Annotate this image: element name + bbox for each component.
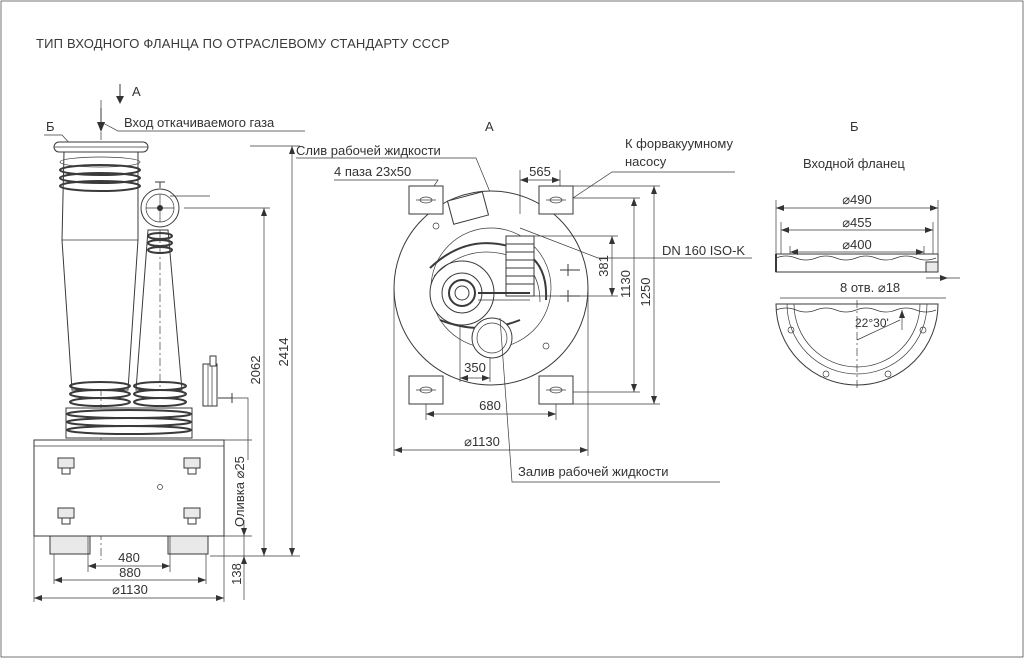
dim-d400: ⌀400: [842, 237, 872, 252]
drain-box: [446, 191, 490, 225]
side-view: А Вход откачиваемого газа Б: [33, 84, 305, 602]
dim-d1130-top: ⌀1130: [464, 434, 500, 449]
forevac-label-1: К форвакуумному: [625, 136, 733, 151]
forevac-label-2: насосу: [625, 154, 667, 169]
flange-profile: [775, 253, 939, 273]
coil-stack: [505, 235, 535, 297]
dim-1130-top: 1130: [618, 270, 633, 298]
secondary-coil: [147, 232, 173, 254]
flange-view: Б Входной фланец ⌀490 ⌀455 ⌀400 8 отв. ⌀…: [775, 119, 960, 390]
dim-2062: 2062: [248, 356, 263, 385]
dim-680: 680: [479, 398, 501, 413]
angle-label: 22°30': [855, 316, 889, 330]
dim-880: 880: [119, 565, 141, 580]
main-column: [61, 151, 139, 391]
left-foot: [49, 535, 91, 555]
dim-1130-side: ⌀1130: [112, 582, 148, 597]
arrow-a-label: А: [132, 84, 141, 99]
dn-label: DN 160 ISO-K: [662, 243, 745, 258]
outlet-label: Оливка ⌀25: [232, 456, 247, 527]
inlet-label: Вход откачиваемого газа: [124, 115, 275, 130]
bottom-cooling-coil: [65, 381, 193, 439]
fill-label: Залив рабочей жидкости: [518, 464, 669, 479]
bolt-holes: [787, 326, 927, 378]
dim-480: 480: [118, 550, 140, 565]
slots-label: 4 паза 23х50: [334, 164, 411, 179]
flange-caption: Входной фланец: [803, 156, 905, 171]
secondary-column: [135, 229, 183, 391]
right-foot: [167, 535, 209, 555]
dim-1250: 1250: [638, 278, 653, 307]
dim-350: 350: [464, 360, 486, 375]
holes-label: 8 отв. ⌀18: [840, 280, 900, 295]
forevac-port: [471, 317, 513, 359]
outlet-nozzle: [202, 355, 233, 407]
valve-handwheel: [140, 181, 180, 228]
dim-138: 138: [229, 563, 244, 585]
dim-d490: ⌀490: [842, 192, 872, 207]
top-cooling-coil: [59, 156, 141, 192]
view-a-label: А: [485, 119, 494, 134]
dim-2414: 2414: [276, 338, 291, 367]
top-view: А Слив рабочей жидкости 4 паза 23х50 К ф…: [296, 119, 752, 483]
dim-565: 565: [529, 164, 551, 179]
page-title: ТИП ВХОДНОГО ФЛАНЦА ПО ОТРАСЛЕВОМУ СТАНД…: [36, 36, 450, 51]
view-b-label: Б: [850, 119, 859, 134]
drain-label: Слив рабочей жидкости: [296, 143, 441, 158]
dim-381: 381: [596, 255, 611, 277]
corner-pads: [408, 185, 574, 405]
tank-clamps: [57, 457, 201, 525]
dim-d455: ⌀455: [842, 215, 872, 230]
mark-b-label: Б: [46, 119, 55, 134]
